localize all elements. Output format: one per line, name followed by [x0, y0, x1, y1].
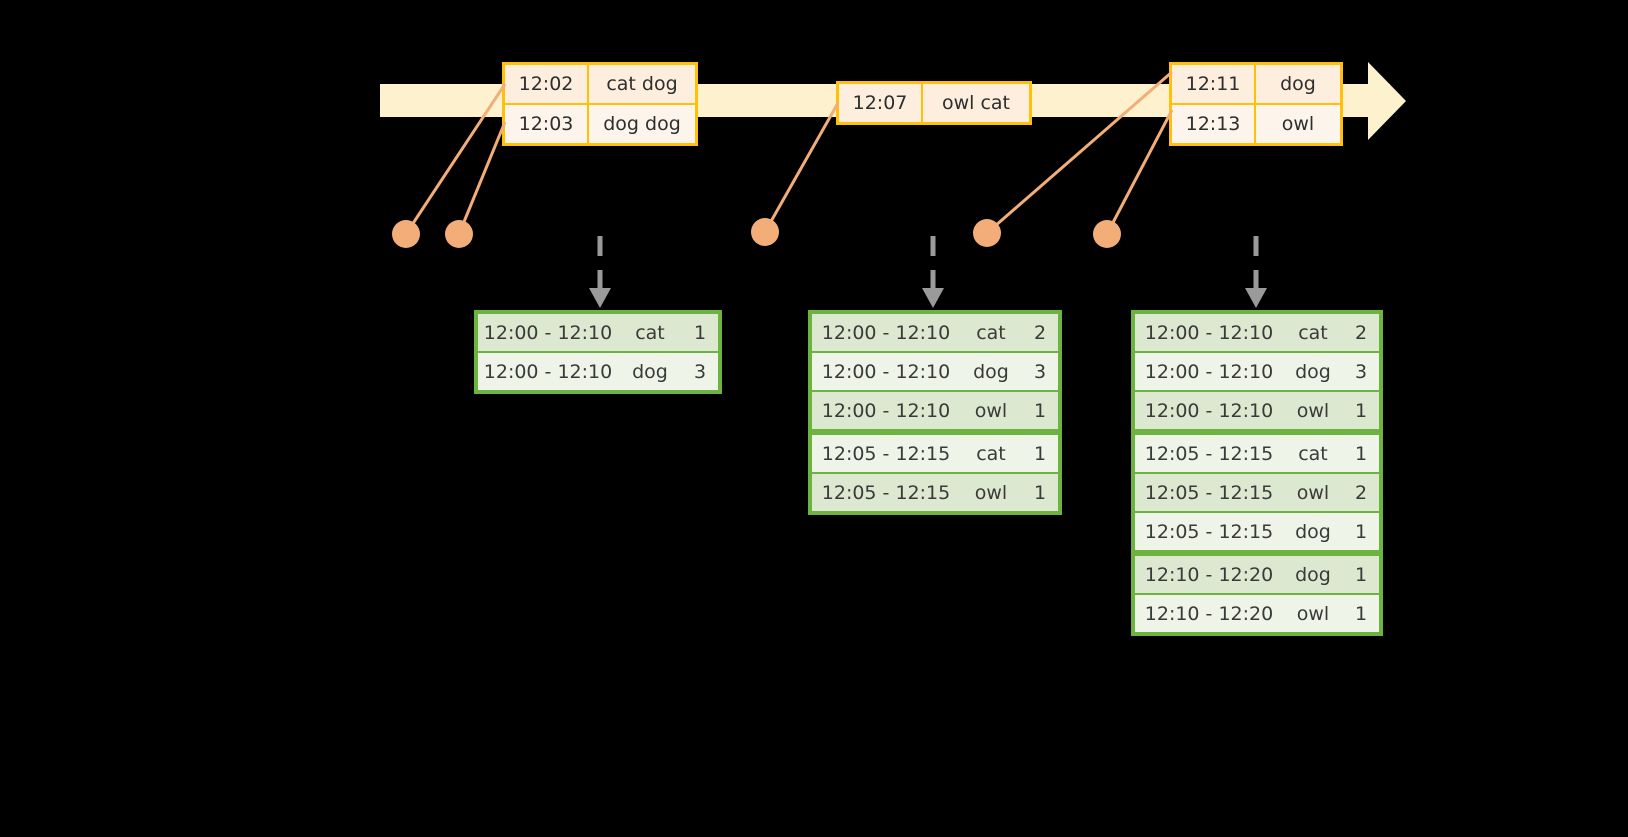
- cell-count: 3: [1343, 353, 1379, 390]
- table-row: 12:00 - 12:10 cat 2: [1135, 314, 1379, 351]
- dashed-arrow-to-table-2: [922, 236, 944, 308]
- cell-count: 2: [1022, 314, 1058, 351]
- cell-count: 2: [1343, 314, 1379, 351]
- table-row: 12:05 - 12:15 owl 1: [812, 474, 1058, 511]
- table-row: 12:00 - 12:10 dog 3: [1135, 353, 1379, 390]
- cell-window: 12:00 - 12:10: [812, 314, 960, 351]
- cell-count: 1: [1343, 435, 1379, 472]
- result-table-3: 12:00 - 12:10 cat 2 12:00 - 12:10 dog 3 …: [1131, 310, 1383, 636]
- cell-window: 12:00 - 12:10: [1135, 314, 1283, 351]
- cell-word: dog: [962, 353, 1020, 390]
- cell-word: cat: [962, 314, 1020, 351]
- event-row: 12:03 dog dog: [505, 103, 695, 143]
- cell-word: cat: [962, 435, 1020, 472]
- event-time: 12:02: [505, 65, 589, 103]
- cell-count: 1: [1022, 474, 1058, 511]
- cell-window: 12:05 - 12:15: [1135, 474, 1283, 511]
- cell-word: owl: [1285, 392, 1341, 429]
- event-time: 12:03: [505, 105, 589, 143]
- event-words: dog dog: [603, 113, 681, 135]
- cell-word: owl: [1285, 595, 1341, 632]
- event-time: 12:07: [839, 84, 923, 122]
- table-row: 12:00 - 12:10 dog 3: [812, 353, 1058, 390]
- event-words: cat dog: [606, 73, 678, 95]
- timeline-arrowhead-icon: [1368, 62, 1406, 140]
- cell-window: 12:05 - 12:15: [1135, 513, 1283, 550]
- cell-count: 1: [1022, 435, 1058, 472]
- event-words: owl: [1281, 113, 1315, 135]
- table-row: 12:05 - 12:15 owl 2: [1135, 474, 1379, 511]
- table-row: 12:05 - 12:15 cat 1: [1135, 435, 1379, 472]
- table-row: 12:00 - 12:10 dog 3: [478, 353, 718, 390]
- cell-window: 12:05 - 12:15: [812, 435, 960, 472]
- cell-word: dog: [620, 353, 680, 390]
- leader-line: [457, 121, 507, 235]
- cell-window: 12:10 - 12:20: [1135, 556, 1283, 593]
- event-dot[interactable]: [392, 220, 420, 248]
- cell-word: owl: [962, 392, 1020, 429]
- table-row: 12:00 - 12:10 owl 1: [812, 392, 1058, 429]
- cell-count: 1: [682, 314, 718, 351]
- cell-window: 12:00 - 12:10: [812, 392, 960, 429]
- table-row: 12:10 - 12:20 owl 1: [1135, 595, 1379, 632]
- cell-window: 12:00 - 12:10: [812, 353, 960, 390]
- event-dot[interactable]: [1093, 220, 1121, 248]
- cell-window: 12:00 - 12:10: [478, 314, 618, 351]
- event-row: 12:11 dog: [1172, 65, 1340, 103]
- cell-word: dog: [1285, 513, 1341, 550]
- event-group-1[interactable]: 12:02 cat dog 12:03 dog dog: [502, 62, 698, 146]
- result-table-1: 12:00 - 12:10 cat 1 12:00 - 12:10 dog 3: [474, 310, 722, 394]
- event-row: 12:07 owl cat: [839, 84, 1029, 122]
- event-row: 12:13 owl: [1172, 103, 1340, 143]
- cell-count: 1: [1343, 556, 1379, 593]
- cell-word: owl: [962, 474, 1020, 511]
- table-row: 12:05 - 12:15 dog 1: [1135, 513, 1379, 550]
- cell-count: 1: [1343, 595, 1379, 632]
- event-group-2[interactable]: 12:07 owl cat: [836, 81, 1032, 125]
- cell-word: dog: [1285, 353, 1341, 390]
- event-words: owl cat: [941, 92, 1011, 114]
- event-dot[interactable]: [751, 218, 779, 246]
- table-row: 12:05 - 12:15 cat 1: [812, 435, 1058, 472]
- cell-word: cat: [1285, 435, 1341, 472]
- leader-line: [1105, 109, 1174, 235]
- event-time: 12:11: [1172, 65, 1256, 103]
- cell-word: cat: [1285, 314, 1341, 351]
- cell-window: 12:00 - 12:10: [1135, 353, 1283, 390]
- event-words: dog: [1280, 73, 1316, 95]
- cell-window: 12:00 - 12:10: [478, 353, 618, 390]
- cell-window: 12:10 - 12:20: [1135, 595, 1283, 632]
- dashed-arrow-to-table-1: [589, 236, 611, 308]
- cell-count: 1: [1343, 392, 1379, 429]
- cell-count: 1: [1022, 392, 1058, 429]
- cell-count: 3: [1022, 353, 1058, 390]
- cell-word: owl: [1285, 474, 1341, 511]
- cell-window: 12:00 - 12:10: [1135, 392, 1283, 429]
- event-group-3[interactable]: 12:11 dog 12:13 owl: [1169, 62, 1343, 146]
- table-row: 12:00 - 12:10 cat 2: [812, 314, 1058, 351]
- cell-word: dog: [1285, 556, 1341, 593]
- cell-count: 1: [1343, 513, 1379, 550]
- cell-window: 12:05 - 12:15: [1135, 435, 1283, 472]
- cell-window: 12:05 - 12:15: [812, 474, 960, 511]
- result-table-2: 12:00 - 12:10 cat 2 12:00 - 12:10 dog 3 …: [808, 310, 1062, 515]
- cell-count: 2: [1343, 474, 1379, 511]
- table-row: 12:00 - 12:10 cat 1: [478, 314, 718, 351]
- cell-word: cat: [620, 314, 680, 351]
- cell-count: 3: [682, 353, 718, 390]
- event-time: 12:13: [1172, 105, 1256, 143]
- event-row: 12:02 cat dog: [505, 65, 695, 103]
- dashed-arrow-to-table-3: [1245, 236, 1267, 308]
- table-row: 12:10 - 12:20 dog 1: [1135, 556, 1379, 593]
- event-dot[interactable]: [973, 219, 1001, 247]
- leader-line: [763, 102, 840, 233]
- table-row: 12:00 - 12:10 owl 1: [1135, 392, 1379, 429]
- event-dot[interactable]: [445, 220, 473, 248]
